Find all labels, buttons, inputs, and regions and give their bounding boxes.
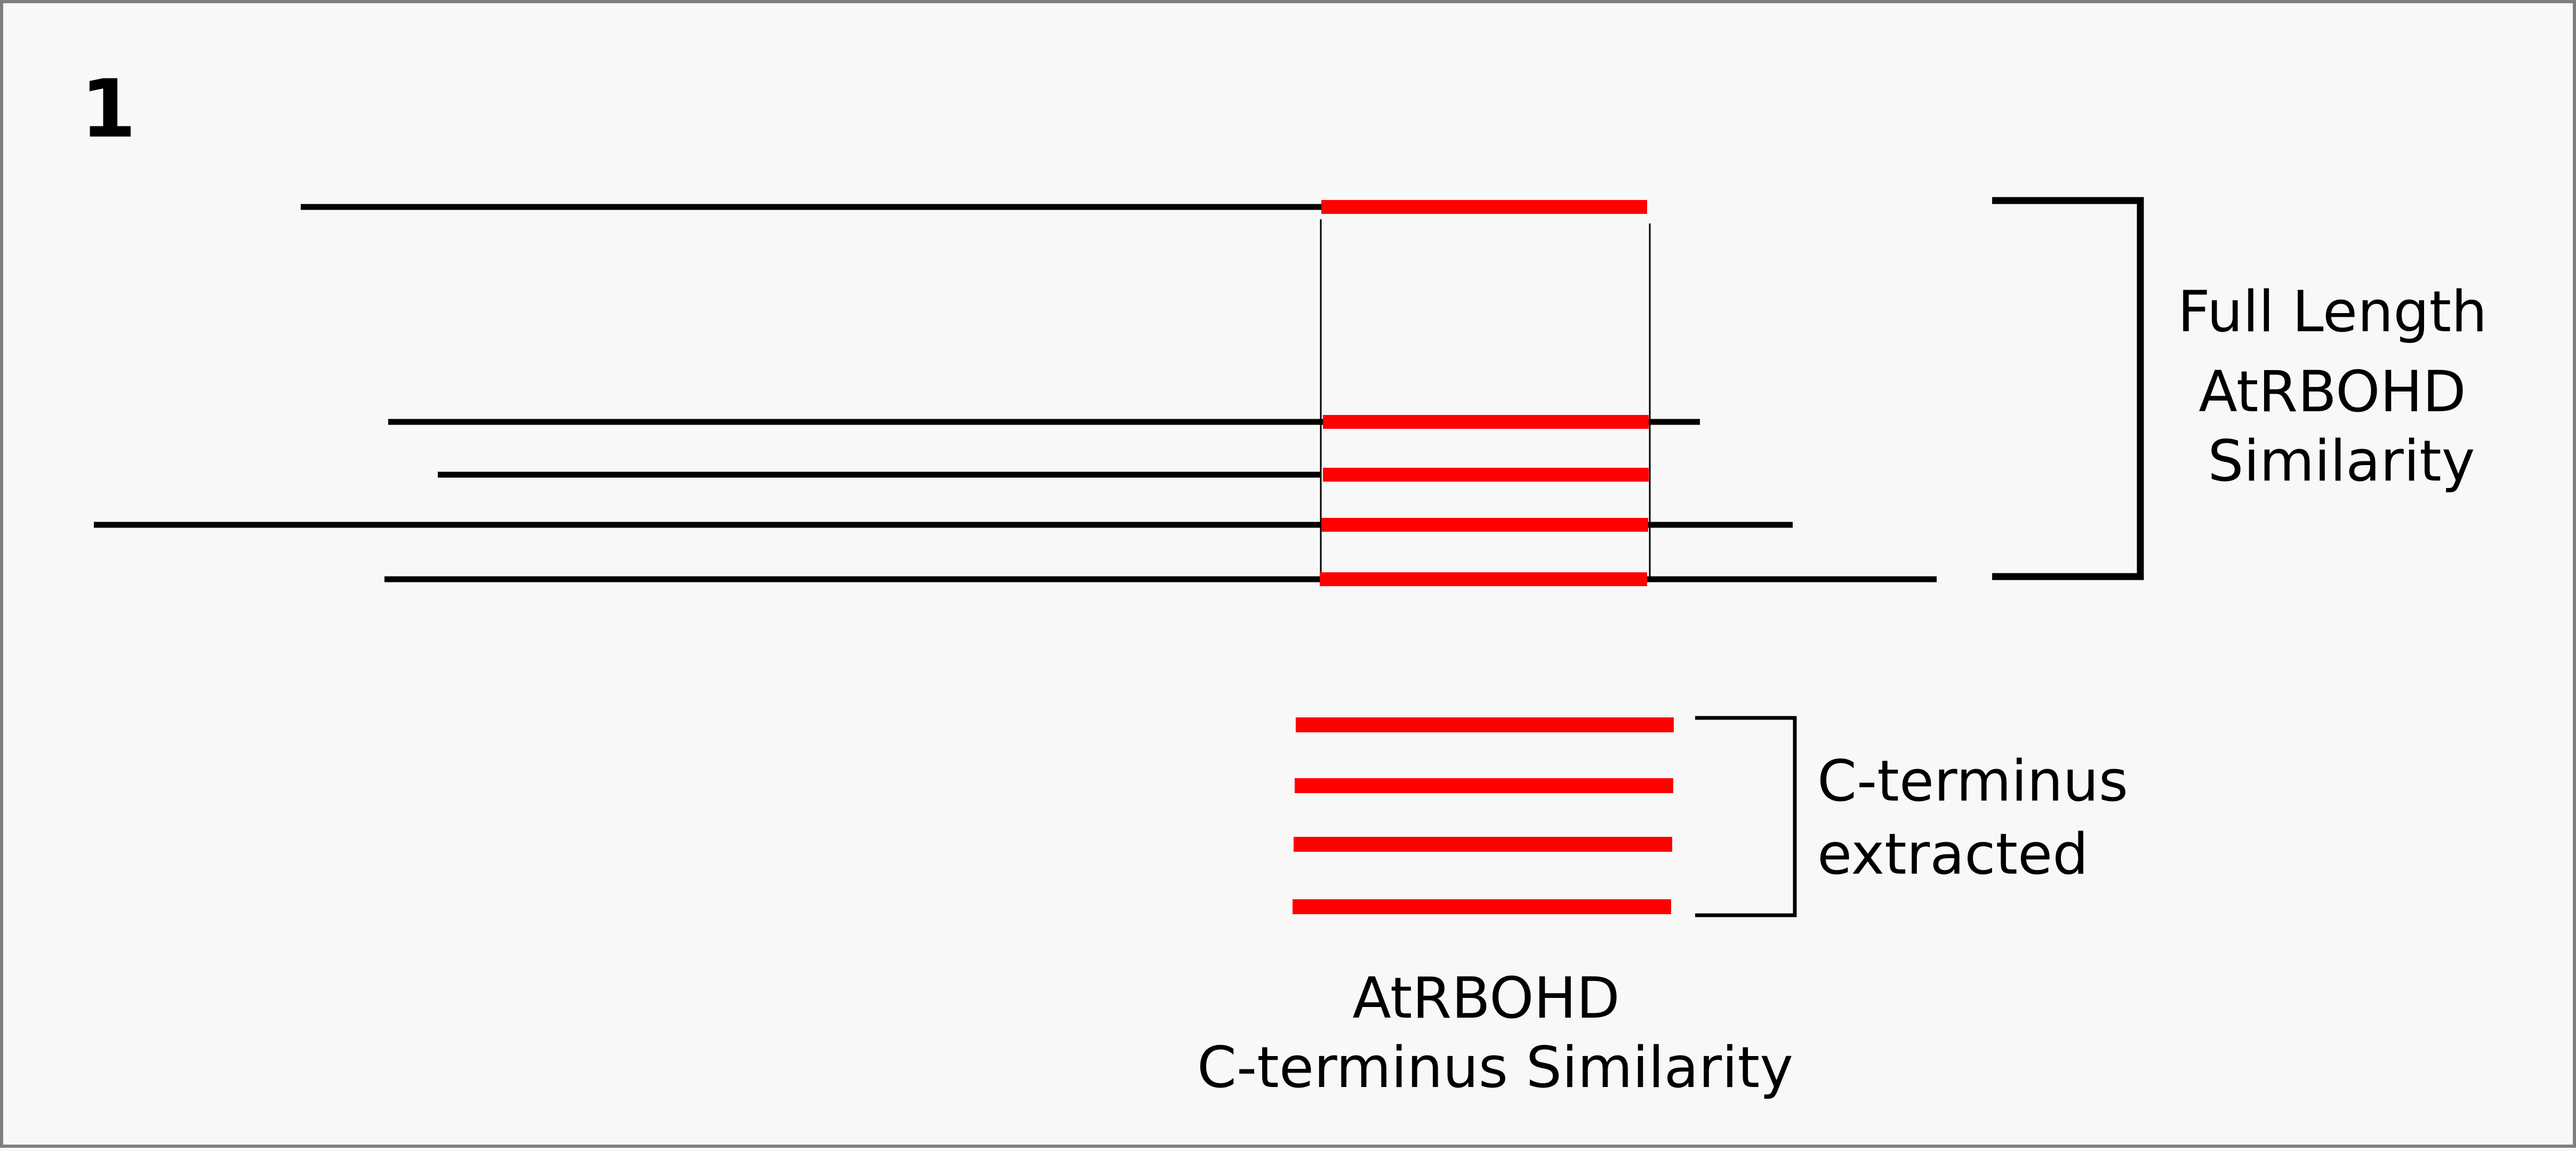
c-terminus-guides xyxy=(1320,219,1651,580)
full-length-sequences xyxy=(94,204,1937,582)
extracted-bracket xyxy=(1695,716,1797,917)
bottom-label: AtRBOHD C-terminus Similarity xyxy=(1197,965,1793,1100)
full-length-label-line2: AtRBOHD xyxy=(2198,359,2466,425)
c-terminus-segments xyxy=(1320,200,1649,586)
extracted-label-line1: C-terminus xyxy=(1817,748,2128,814)
bottom-label-line2: C-terminus Similarity xyxy=(1197,1035,1793,1100)
extracted-label-line2: extracted xyxy=(1817,821,2089,887)
full-length-label-line1: Full Length xyxy=(2178,279,2487,345)
full-length-bracket xyxy=(1992,197,2144,580)
full-length-label-line3: Similarity xyxy=(2208,428,2475,494)
panel-label: 1 xyxy=(81,63,136,156)
alignment-diagram: 1 Full Length AtRBOHD Similarity C-termi… xyxy=(81,63,2505,1100)
extracted-label: C-terminus extracted xyxy=(1817,748,2146,887)
bottom-label-line1: AtRBOHD xyxy=(1352,965,1619,1031)
extracted-c-terminus xyxy=(1293,717,1674,914)
full-length-label: Full Length AtRBOHD Similarity xyxy=(2178,279,2505,494)
